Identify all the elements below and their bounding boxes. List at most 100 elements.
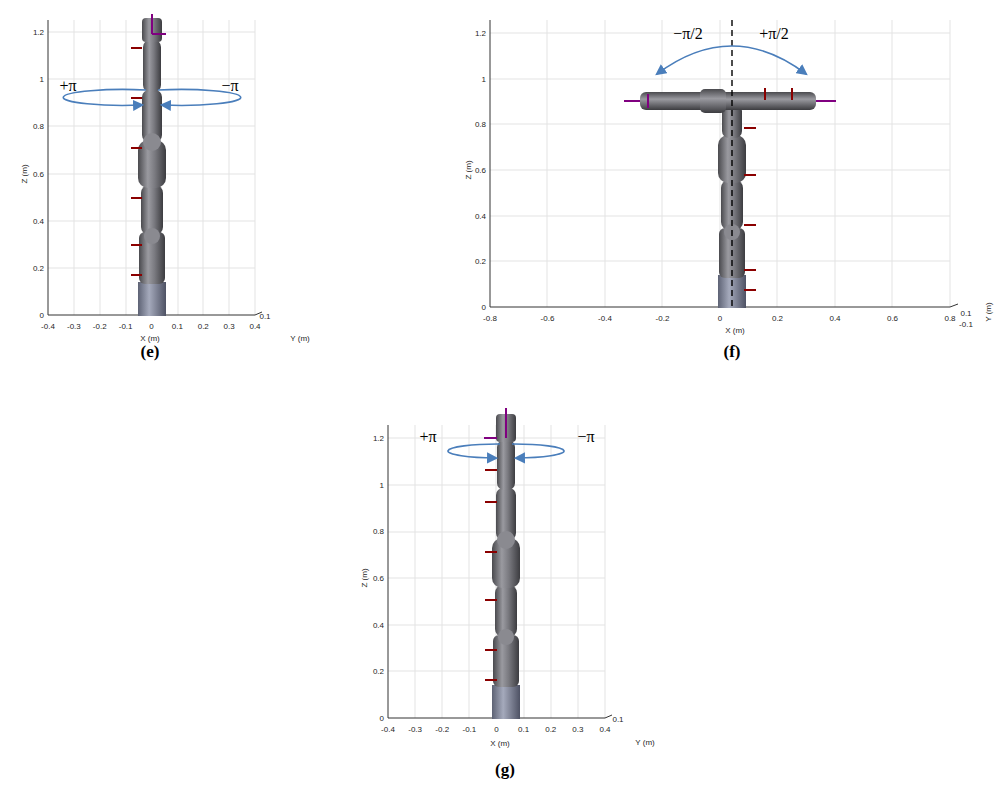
axis-label: Y (m) [290,334,309,343]
panel-letter: (f) [724,342,741,362]
tick-label: 0.1 [960,309,971,318]
panel-letter: (g) [495,760,515,780]
plot-grid [547,20,950,307]
robot-arm [497,440,515,490]
robot-arm [144,228,160,244]
plot-axes [388,425,612,718]
tick-label: 0.4 [33,216,44,225]
panel-letter: (e) [141,342,160,362]
tick-label: -0.6 [541,314,555,323]
rotation-annotation: +π [419,428,436,446]
tick-label: 0 [380,714,384,723]
robot-arm [131,48,142,275]
robot-arm [640,92,816,110]
tick-label: 0 [149,322,153,331]
tick-label: 0.4 [475,211,486,220]
plot-grid [490,20,950,307]
tick-label: 0.6 [373,574,384,583]
robot-arm [744,88,792,290]
tick-label: -0.1 [462,725,476,734]
robot-arm [143,133,161,151]
plot-grid [74,20,255,315]
rotation-arrow [448,444,500,458]
tick-label: 0 [40,311,44,320]
tick-label: 1.2 [33,28,44,37]
robot-arm [624,88,836,308]
robot-arm [131,14,166,316]
tick-label: 0.2 [373,667,384,676]
plot-grid [415,425,605,718]
tick-label: 0.8 [475,120,486,129]
robot-arm [492,685,520,719]
robot-arm [131,48,142,275]
tick-label: 0.8 [33,122,44,131]
plot-grid [48,32,255,268]
plot-axes [48,20,262,315]
plot-axes [48,20,262,315]
tick-label: 0.2 [772,314,783,323]
robot-arm [152,14,166,34]
tick-label: 0.1 [172,322,183,331]
tick-label: 0 [494,725,498,734]
tick-label: 0 [718,314,722,323]
plot-grid [388,425,605,718]
robot-arm [485,438,497,680]
rotation-arrow [512,444,564,458]
plot-grid [48,20,255,315]
axis-label: X (m) [490,739,510,748]
robot-arm [498,629,514,645]
tick-label: 0.3 [224,322,235,331]
tick-label: 0.2 [545,725,556,734]
tick-label: 0.3 [572,725,583,734]
tick-label: -0.4 [598,314,612,323]
tick-label: -0.4 [41,322,55,331]
tick-label: -0.2 [656,314,670,323]
rotation-annotation: +π/2 [759,25,789,43]
robot-arm [485,438,497,680]
tick-label: -0.2 [435,725,449,734]
tick-label: 0.2 [198,322,209,331]
tick-label: 0.1 [612,715,623,724]
tick-label: 0.2 [475,257,486,266]
tick-label: 1.2 [373,434,384,443]
axis-label: Y (m) [635,738,654,747]
axis-label: Z (m) [360,568,369,587]
tick-label: -0.4 [381,725,395,734]
tick-label: 0.8 [944,314,955,323]
robot-arm [497,531,515,549]
tick-label: -0.3 [408,725,422,734]
robot-arm [484,408,506,438]
axis-label: Y (m) [984,302,993,321]
tick-label: 1 [482,74,486,83]
robot-arm [138,282,166,316]
axis-label: Z (m) [20,164,29,183]
axis-label: X (m) [140,334,160,343]
tick-label: 0.4 [373,620,384,629]
tick-label: 0.8 [373,527,384,536]
plot-axes [490,20,958,307]
axis-dashed-line [731,20,732,307]
rotation-arrow [63,89,241,105]
rotation-annotation: +π [59,77,76,95]
tick-label: -0.3 [67,322,81,331]
tick-label: 0.2 [33,263,44,272]
tick-label: 0.6 [475,166,486,175]
tick-label: 0.1 [518,725,529,734]
tick-label: -0.2 [93,322,107,331]
tick-label: 0.4 [249,322,260,331]
rotation-arrow [657,46,806,74]
axis-label: Z (m) [464,160,473,179]
tick-label: 0 [482,303,486,312]
tick-label: 0.4 [599,725,610,734]
robot-arm [700,89,726,113]
robot-arm [624,94,836,108]
tick-label: 0.6 [33,169,44,178]
rotation-annotation: −π/2 [673,25,703,43]
rotation-annotation: −π [221,77,238,95]
tick-label: 0.6 [887,314,898,323]
robot-arm [744,88,792,290]
robot-arm [484,408,506,438]
plot-axes [490,20,958,307]
